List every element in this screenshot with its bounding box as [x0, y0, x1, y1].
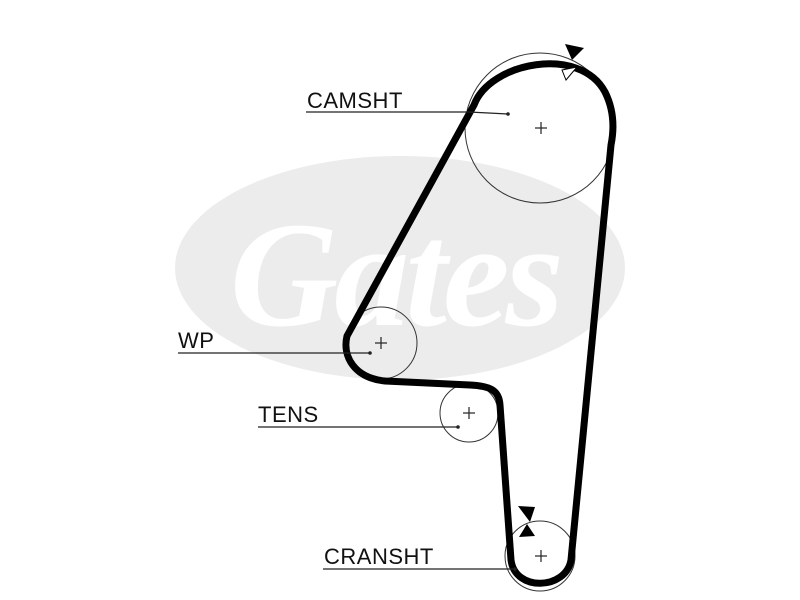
water-pump-center-mark	[375, 337, 387, 349]
water-pump-label: WP	[178, 328, 214, 353]
camshaft-label: CAMSHT	[307, 88, 403, 113]
crankshaft-leader-dot	[513, 567, 517, 571]
watermark-brand-text: Gates	[230, 192, 560, 358]
water-pump-leader-dot	[368, 351, 372, 355]
crankshaft-label: CRANSHT	[324, 544, 434, 569]
tensioner-label: TENS	[258, 402, 319, 427]
camshaft-leader-line	[306, 111, 509, 115]
camshaft-timing-mark-icon	[561, 44, 584, 81]
watermark-oval	[175, 156, 625, 380]
crankshaft-center-mark	[535, 550, 547, 562]
crankshaft-timing-mark-icon	[518, 506, 535, 537]
tensioner-leader-dot	[456, 425, 460, 429]
camshaft-center-mark	[535, 122, 547, 134]
gates-watermark-logo: Gates	[175, 156, 625, 380]
tensioner-center-mark	[463, 407, 475, 419]
timing-belt	[342, 60, 617, 587]
camshaft-leader-dot	[506, 112, 510, 116]
crankshaft-pulley	[504, 520, 576, 592]
